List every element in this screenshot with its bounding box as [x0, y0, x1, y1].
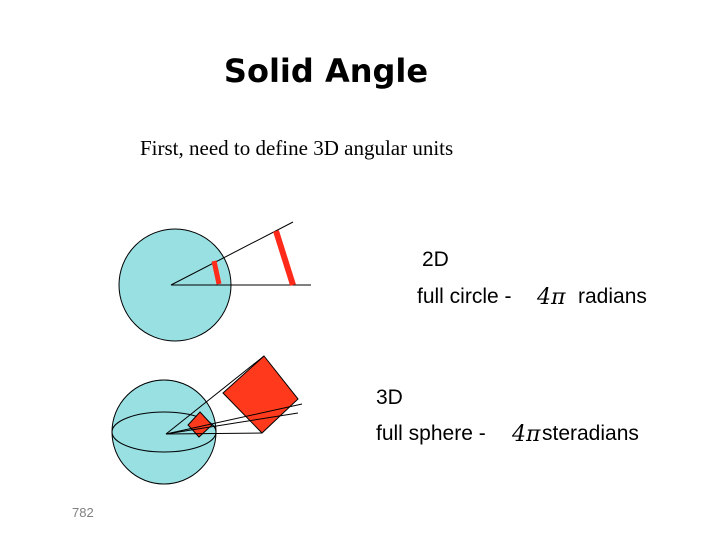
sphere-equator	[111, 411, 217, 453]
outer-square-3d	[222, 355, 299, 434]
page-number: 782	[72, 505, 94, 520]
four-pi-symbol-3d: 4π	[512, 422, 541, 447]
cone-ray-2	[165, 403, 303, 435]
outer-arc-2d	[273, 230, 296, 286]
inner-arc-2d	[211, 260, 222, 285]
four-pi-symbol-2d: 4π	[537, 285, 566, 310]
slide-title: Solid Angle	[223, 52, 429, 90]
full-sphere-label: full sphere -	[376, 422, 486, 445]
circle-diagram-2d	[118, 221, 311, 342]
sphere-diagram-3d	[111, 355, 303, 485]
heading-3d: 3D	[376, 386, 403, 409]
ray-upper-2d	[170, 221, 294, 286]
radians-label: radians	[578, 285, 647, 308]
cone-ray-3	[165, 412, 299, 435]
slide-subtitle: First, need to define 3D angular units	[140, 136, 454, 160]
cone-ray-4	[165, 432, 263, 435]
heading-2d: 2D	[422, 248, 449, 271]
full-circle-label: full circle -	[417, 285, 512, 308]
inner-square-3d	[187, 411, 213, 438]
cone-ray-1	[165, 355, 265, 435]
steradians-label: steradians	[542, 422, 639, 445]
